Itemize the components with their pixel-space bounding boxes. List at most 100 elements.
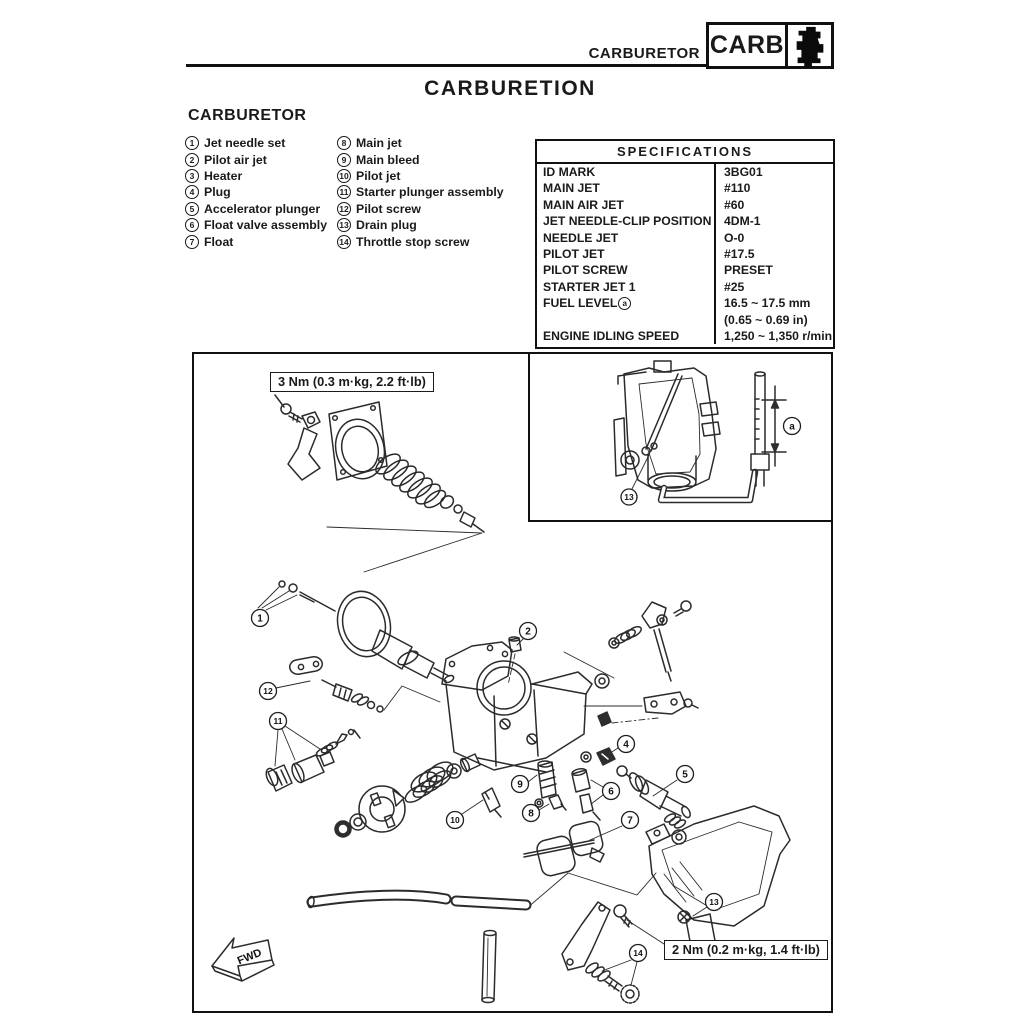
part-item: 14 Throttle stop screw [337, 233, 537, 249]
svg-text:4: 4 [623, 740, 629, 751]
spec-value: 3BG01 [714, 164, 833, 181]
callout-10: 10 [445, 810, 465, 830]
part-label: Jet needle set [204, 136, 286, 151]
svg-text:a: a [789, 422, 795, 433]
exploded-diagram-panel: FWD [192, 352, 833, 1013]
svg-text:13: 13 [624, 492, 634, 502]
spec-value: 1,250 ~ 1,350 r/min [714, 328, 833, 345]
header-rule [186, 64, 706, 67]
svg-text:10: 10 [450, 815, 460, 825]
part-label: Pilot jet [356, 168, 401, 183]
chapter-tab-label: CARB [709, 25, 788, 66]
fuel-level-mm: 16.5 ~ 17.5 mm [724, 296, 811, 311]
spec-label: ENGINE IDLING SPEED [543, 329, 680, 344]
callout-8: 8 [521, 803, 541, 823]
spec-label: NEEDLE JET [543, 230, 619, 245]
spec-row: MAIN AIR JET #60 [537, 196, 833, 214]
part-label: Plug [204, 185, 231, 200]
spec-row: NEEDLE JET O-0 [537, 229, 833, 247]
callout-14: 14 [628, 943, 648, 963]
part-number-badge: 14 [337, 234, 351, 249]
svg-text:9: 9 [517, 780, 523, 791]
part-label: Heater [204, 168, 243, 183]
spec-label: PILOT JET [543, 247, 605, 262]
torque-note-top: 3 Nm (0.3 m·kg, 2.2 ft·lb) [270, 372, 434, 392]
part-number-badge: 7 [185, 234, 199, 249]
callout-5: 5 [675, 764, 695, 784]
fuel-level-ref-callout: a [782, 416, 802, 436]
part-number-badge: 4 [185, 185, 199, 200]
section-title: CARBURETOR [188, 107, 307, 124]
part-label: Main bleed [356, 152, 420, 167]
spec-label: PILOT SCREW [543, 263, 628, 278]
callout-13: 13 [704, 892, 724, 912]
spec-value: 16.5 ~ 17.5 mm(0.65 ~ 0.69 in) [714, 295, 833, 329]
page-title: CARBURETION [424, 77, 596, 100]
callout-11: 11 [268, 711, 288, 731]
part-number-badge: 6 [185, 218, 199, 233]
specifications-title: SPECIFICATIONS [537, 141, 833, 164]
part-number-badge: 13 [337, 218, 351, 233]
running-title: CARBURETOR [588, 45, 700, 62]
part-item: 11 Starter plunger assembly [337, 184, 537, 200]
callout-9: 9 [510, 774, 530, 794]
part-label: Starter plunger assembly [356, 185, 504, 200]
spec-value: O-0 [714, 229, 833, 247]
part-number-badge: 11 [337, 185, 351, 200]
spec-row: ENGINE IDLING SPEED 1,250 ~ 1,350 r/min [537, 328, 833, 347]
part-label: Throttle stop screw [356, 234, 470, 249]
svg-text:7: 7 [627, 816, 633, 827]
part-item: 9 Main bleed [337, 151, 537, 167]
part-label: Accelerator plunger [204, 201, 321, 216]
svg-text:12: 12 [263, 686, 273, 696]
part-number-badge: 3 [185, 168, 199, 183]
spec-value: #25 [714, 278, 833, 296]
svg-text:8: 8 [528, 809, 534, 820]
fuel-level-inset-box [528, 354, 831, 522]
callout-2: 2 [518, 621, 538, 641]
fuel-level-ref-badge: a [618, 297, 632, 311]
spec-label: ID MARK [543, 165, 596, 179]
part-item: 3 Heater [185, 168, 337, 184]
spec-value: #60 [714, 196, 833, 214]
spec-label: JET NEEDLE-CLIP POSITION [543, 214, 712, 229]
callout-1: 1 [250, 608, 270, 628]
part-label: Pilot air jet [204, 152, 267, 167]
part-number-badge: 9 [337, 152, 351, 167]
spec-label-text: FUEL LEVEL [543, 296, 618, 311]
svg-text:6: 6 [608, 787, 614, 798]
exploded-diagram-drawing: FWD [211, 360, 802, 1004]
svg-text:5: 5 [682, 770, 688, 781]
spec-row: ID MARK 3BG01 [537, 164, 833, 181]
chapter-tab: CARB [706, 22, 834, 69]
part-number-badge: 8 [337, 136, 351, 151]
spec-label: MAIN JET [543, 181, 600, 196]
part-label: Pilot screw [356, 201, 421, 216]
spec-row: PILOT JET#17.5 [537, 246, 833, 263]
part-number-badge: 2 [185, 152, 199, 167]
callout-6: 6 [601, 781, 621, 801]
part-item: 4 Plug [185, 184, 337, 200]
part-item: 2 Pilot air jet [185, 151, 337, 167]
svg-text:14: 14 [633, 948, 643, 958]
carburetor-silhouette-icon [788, 25, 831, 67]
callout-4: 4 [616, 734, 636, 754]
spec-row: STARTER JET 1#25 [537, 278, 833, 296]
part-item: 7 Float [185, 233, 337, 249]
part-label: Float [204, 234, 234, 249]
spec-label: MAIN AIR JET [543, 197, 624, 212]
svg-text:1: 1 [257, 614, 263, 625]
torque-note-bottom: 2 Nm (0.2 m·kg, 1.4 ft·lb) [664, 940, 828, 960]
